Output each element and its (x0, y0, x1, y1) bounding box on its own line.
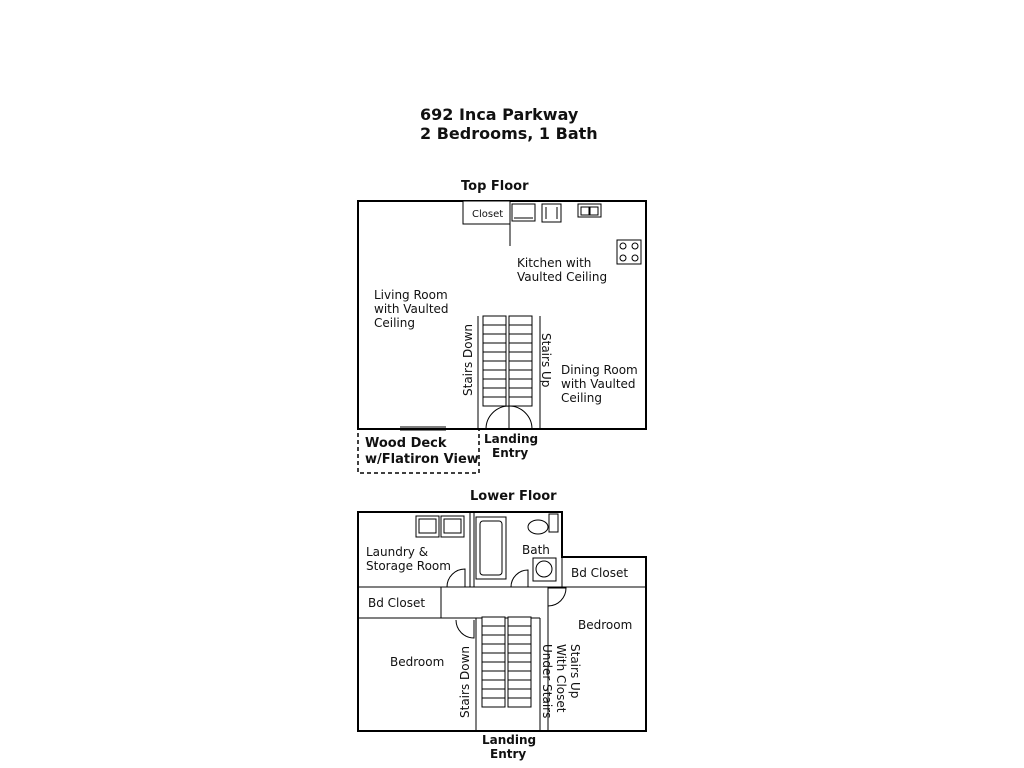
washer-icon (415, 515, 440, 538)
bath-label: Bath (522, 543, 550, 557)
summary-title: 2 Bedrooms, 1 Bath (420, 124, 598, 143)
top-floor-heading: Top Floor (461, 179, 529, 194)
top-stairs-down-label: Stairs Down (461, 324, 475, 396)
dining-room-label: Dining Room with Vaulted Ceiling (561, 363, 642, 405)
living-room-label: Living Room with Vaulted Ceiling (374, 288, 452, 330)
wood-deck: Wood Deck w/Flatiron View (357, 428, 480, 474)
lower-stairs-up-line-2: With Closet (554, 644, 568, 713)
sink-icon (577, 203, 602, 218)
lower-landing-label: Landing Entry (482, 733, 540, 761)
lower-floor-walls (357, 511, 647, 732)
dishwasher-icon (541, 203, 562, 223)
bathtub-icon (475, 516, 507, 580)
stair-treads-icon (482, 315, 533, 407)
range-icon (616, 239, 642, 265)
bd-closet-right-label: Bd Closet (571, 566, 628, 580)
refrigerator-icon (511, 203, 536, 222)
top-stairs-up-label: Stairs Up (539, 333, 553, 387)
top-closet-label: Closet (472, 209, 503, 220)
stair-treads-icon (481, 616, 532, 708)
lower-stairs-up-line-1: Stairs Up (568, 644, 582, 698)
bedroom-right-label: Bedroom (578, 618, 632, 632)
bedroom-left-label: Bedroom (390, 655, 444, 669)
address-title: 692 Inca Parkway (420, 105, 579, 124)
sliding-door-icon (400, 426, 446, 431)
top-closet: Closet (462, 200, 511, 225)
lower-floor-heading: Lower Floor (470, 489, 557, 504)
lower-stairs-down-label: Stairs Down (458, 646, 472, 718)
door-swing-icon (485, 405, 533, 430)
dryer-icon (440, 515, 465, 538)
deck-label: Wood Deck w/Flatiron View (365, 436, 479, 467)
kitchen-label: Kitchen with Vaulted Ceiling (517, 256, 607, 284)
top-landing-label: Landing Entry (484, 432, 542, 460)
lower-stairs-up-line-3: Under Stairs (540, 644, 554, 718)
laundry-label: Laundry & Storage Room (366, 545, 451, 573)
toilet-icon (527, 513, 559, 535)
bath-sink-icon (532, 557, 557, 582)
bd-closet-left-label: Bd Closet (368, 596, 425, 610)
door-swing-icon (446, 568, 567, 639)
